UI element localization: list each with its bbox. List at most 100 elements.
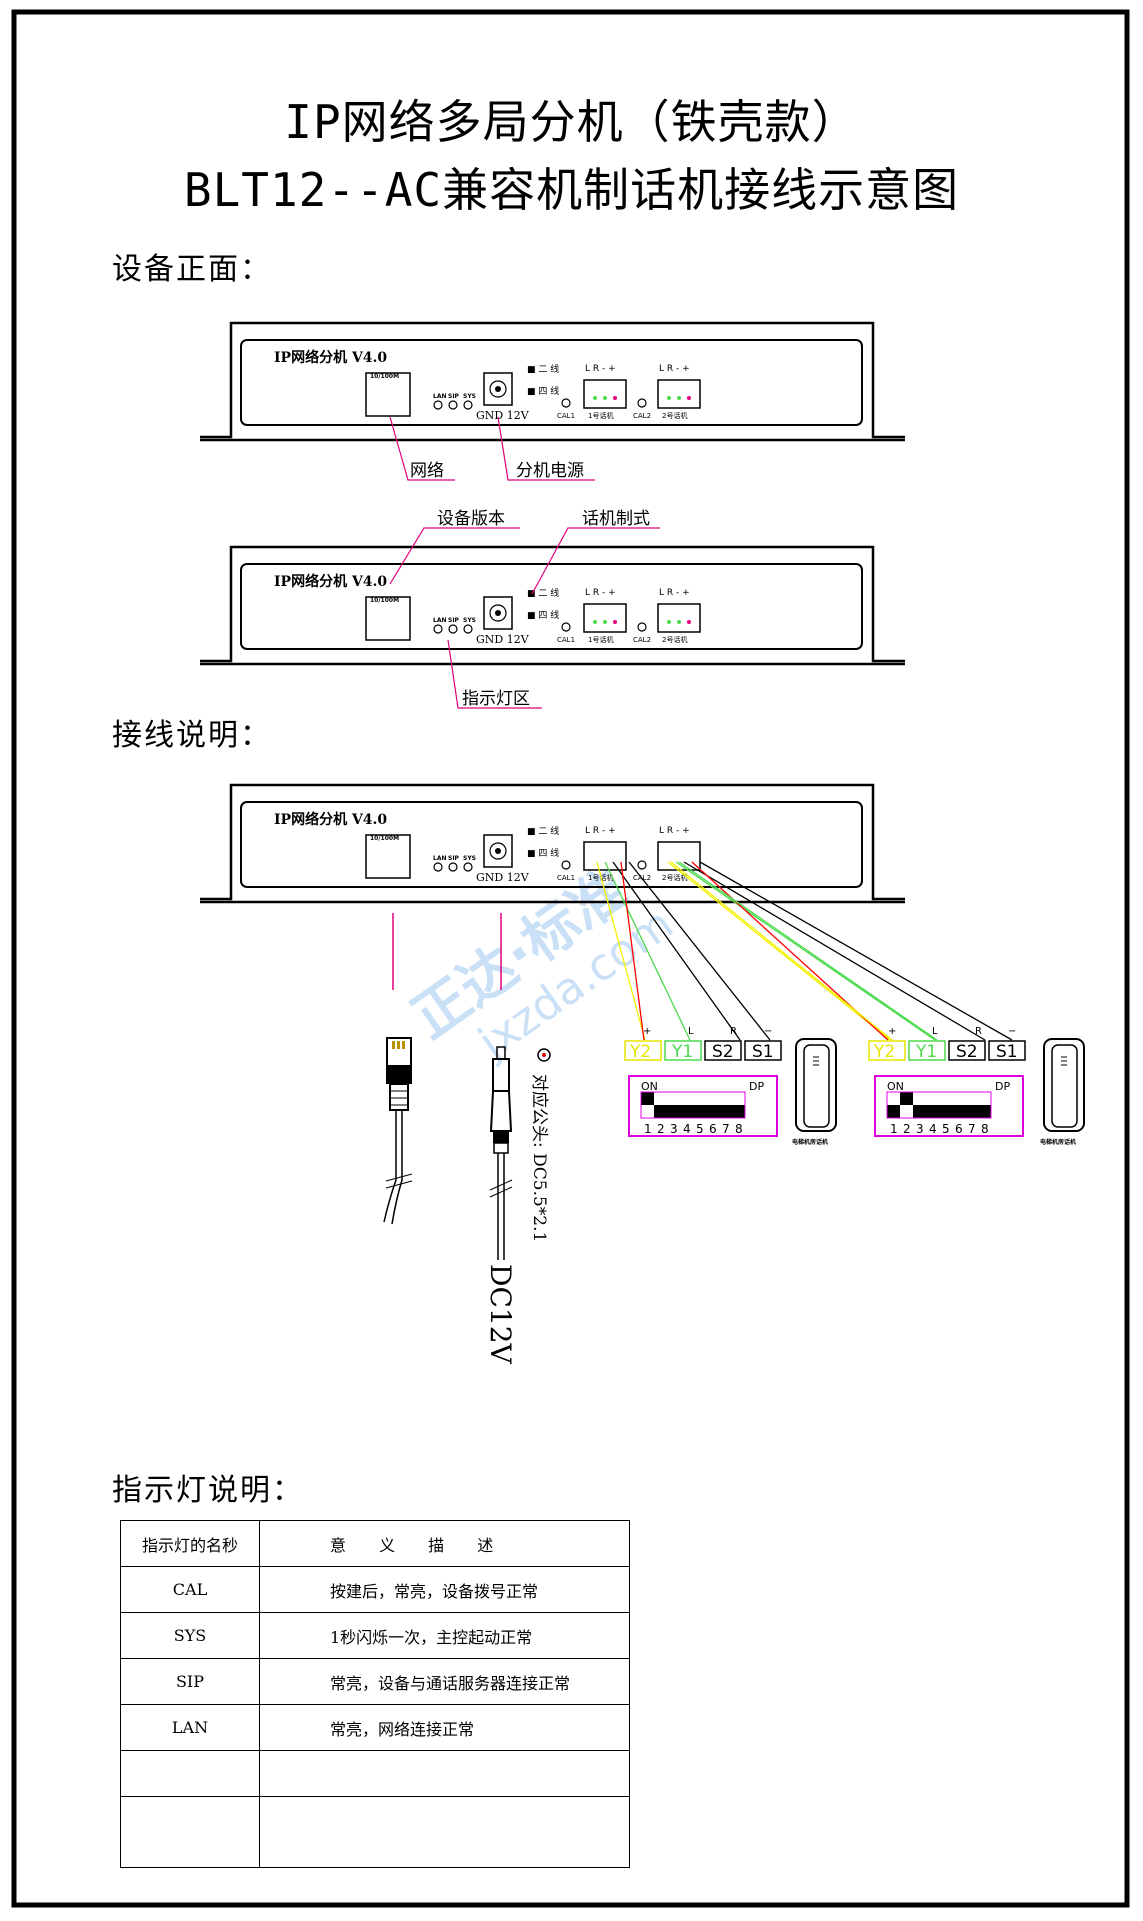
callout-led-area: 指示灯区 [462,689,530,709]
ethernet-port [365,372,411,417]
terminal-s1: S1 [752,1042,774,1062]
port-speed: 10/100M [370,373,399,380]
power-label: GND 12V [476,409,530,422]
led-lan [433,400,443,410]
table-cell-desc: 常亮，网络连接正常 [259,1704,630,1751]
dip-switches [641,1092,745,1118]
dip-dp-label: DP [995,1080,1010,1093]
led-label-sys: SYS [463,393,476,400]
terminal-sign: + [643,1026,651,1037]
device-model: IP网络分机 V4.0 [274,349,387,366]
mode-2wire: ■ 二 线 [527,587,559,599]
callout-line-led-area [447,639,542,709]
phone2-label: 2号话机 [662,411,687,420]
cal1-label: CAL1 [557,874,575,882]
table-cell-name: CAL [120,1566,260,1613]
table-cell-name: LAN [120,1704,260,1751]
port1-pins: L R - + [585,364,616,374]
led-label-lan: LAN [433,393,447,400]
cal1-button [561,398,571,408]
cal2-button [637,860,647,870]
terminal-sign: + [888,1026,896,1037]
table-row: CAL 按建后，常亮，设备拨号正常 [120,1566,630,1613]
dip-number: 3 [670,1122,678,1136]
terminal-sign: − [1008,1026,1016,1037]
led-sip [448,400,458,410]
table-row: LAN 常亮，网络连接正常 [120,1704,630,1751]
mode-4wire: ■ 四 线 [527,385,559,397]
indicator-table: 指示灯的名秒 意 义 描 述 CAL 按建后，常亮，设备拨号正常 SYS 1秒闪… [120,1520,630,1868]
table-cell-name [120,1796,260,1868]
ethernet-port [365,834,411,879]
phone1-label: 1号话机 [588,411,613,420]
cal1-button [561,860,571,870]
table-header-name: 指示灯的名秒 [120,1520,260,1567]
cal1-label: CAL1 [557,636,575,644]
table-cell-name [120,1750,260,1797]
power-label: GND 12V [476,871,530,884]
connector-note: 对应公头: DC5.5*2.1 [529,1074,549,1242]
device-panel-front: IP网络分机 V4.0 10/100M LAN SIP SYS GND 12V … [200,321,905,481]
dip-number: 1 [644,1122,652,1136]
callout-line-network [389,416,455,481]
port-speed: 10/100M [370,835,399,842]
table-cell-desc [259,1796,630,1868]
intercom-handset-1: 电梯机房话机 [792,1038,837,1146]
terminal-sign: L [932,1026,938,1037]
table-row: SIP 常亮，设备与通话服务器连接正常 [120,1658,630,1705]
led-label-sip: SIP [448,855,460,862]
cal2-button [637,622,647,632]
table-cell-desc: 1秒闪烁一次，主控起动正常 [259,1612,630,1659]
cal2-button [637,398,647,408]
power-jack [483,834,513,868]
table-cell-name: SIP [120,1658,260,1705]
mode-4wire: ■ 四 线 [527,609,559,621]
led-sip [448,862,458,872]
table-header-row: 指示灯的名秒 意 义 描 述 [120,1520,630,1567]
phone-port-1 [583,603,627,633]
terminal-block-2: + L R − Y2 Y1 S2 S1 [868,1026,1026,1062]
led-sys [463,862,473,872]
dip-number: 4 [683,1122,691,1136]
mode-2wire: ■ 二 线 [527,363,559,375]
ethernet-port [365,596,411,641]
dip-number: 7 [968,1122,976,1136]
device-panel-wiring: IP网络分机 V4.0 10/100M LAN SIP SYS GND 12V … [200,783,905,904]
callout-phone-mode: 话机制式 [582,509,650,529]
led-label-lan: LAN [433,617,447,624]
dip-number: 8 [735,1122,743,1136]
cal1-button [561,622,571,632]
terminal-sign: − [764,1026,772,1037]
power-jack [483,372,513,406]
intercom-label: 电梯机房话机 [792,1138,828,1146]
dip-number: 2 [903,1122,911,1136]
dc12v-label: DC12V [484,1264,517,1365]
led-label-sys: SYS [463,855,476,862]
callout-version: 设备版本 [437,509,505,529]
phone-port-1 [583,841,627,871]
phone-port-2 [657,379,701,409]
power-label: GND 12V [476,633,530,646]
table-header-desc: 意 义 描 述 [259,1520,630,1567]
dip-number: 5 [696,1122,704,1136]
dc-plug-icon [489,1046,551,1260]
callout-line-version [389,527,520,585]
callout-line-power [497,416,595,481]
dip-number: 7 [722,1122,730,1136]
led-sys [463,400,473,410]
led-sip [448,624,458,634]
led-label-sys: SYS [463,617,476,624]
led-label-lan: LAN [433,855,447,862]
rj45-plug-icon [383,1037,413,1225]
section-wiring: 接线说明： [112,718,272,753]
dip-dp-label: DP [749,1080,764,1093]
polarity-icon [537,1048,551,1062]
section-front: 设备正面： [112,252,272,287]
device-panel-detail: IP网络分机 V4.0 10/100M LAN SIP SYS GND 12V … [200,509,905,709]
dip-number: 6 [955,1122,963,1136]
terminal-sign: R [730,1026,737,1037]
port1-pins: L R - + [585,588,616,598]
dip-number: 8 [981,1122,989,1136]
led-lan [433,624,443,634]
